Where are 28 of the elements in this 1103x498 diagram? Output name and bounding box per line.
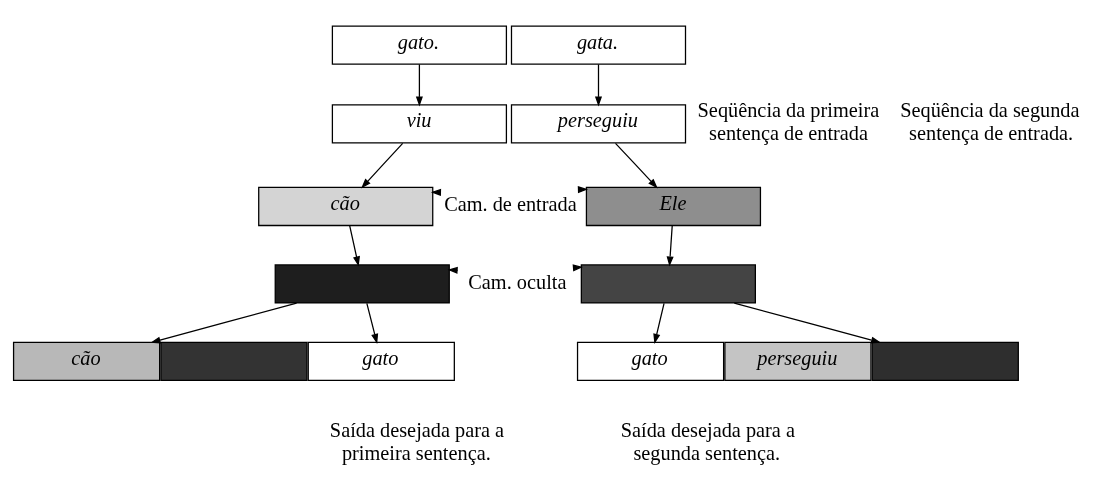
arrow bbox=[594, 63, 603, 107]
arrow bbox=[150, 302, 298, 344]
arrow bbox=[415, 63, 423, 107]
node-box bbox=[274, 264, 450, 304]
node-box: gato. bbox=[331, 25, 508, 65]
arrow bbox=[614, 142, 658, 189]
arrow bbox=[666, 225, 674, 267]
node-box: perseguiu bbox=[510, 104, 687, 144]
label: Seqüência da segunda sentença de entrada. bbox=[900, 99, 1080, 145]
label: Seqüência da primeira sentença de entrada bbox=[697, 99, 880, 145]
node-box: viu bbox=[331, 104, 508, 144]
node-box: cão bbox=[12, 341, 161, 382]
node-box: perseguiu bbox=[724, 341, 872, 382]
node-box bbox=[580, 264, 756, 304]
node-box bbox=[871, 341, 1019, 382]
node-box: gata. bbox=[510, 25, 687, 65]
label: Saída desejada para a primeira sentença. bbox=[329, 419, 505, 465]
arrow bbox=[361, 142, 404, 189]
arrow bbox=[733, 302, 882, 344]
node-box: gato bbox=[576, 341, 725, 382]
arrow bbox=[349, 225, 360, 267]
node-box bbox=[160, 341, 308, 382]
node-text: Cam. oculta bbox=[468, 270, 567, 293]
label: Saída desejada para a segunda sentença. bbox=[620, 419, 795, 465]
node-text: Cam. de entrada bbox=[444, 193, 577, 216]
arrow bbox=[653, 302, 665, 345]
node-box: gato bbox=[307, 341, 455, 382]
arrow bbox=[366, 302, 379, 345]
